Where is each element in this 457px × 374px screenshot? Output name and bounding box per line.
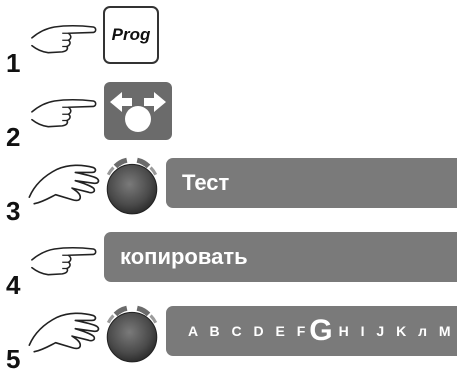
step-number: 1 xyxy=(6,48,21,78)
open-hand-icon xyxy=(26,308,100,356)
navigate-select-icon xyxy=(110,92,166,132)
step-number: 3 xyxy=(6,196,21,226)
pointing-hand-icon xyxy=(28,14,98,54)
step-number: 4 xyxy=(6,270,21,300)
step-number: 5 xyxy=(6,344,21,374)
copy-button[interactable]: копировать xyxy=(104,232,457,282)
step-1: 1 Prog xyxy=(0,0,457,78)
step-number: 2 xyxy=(6,122,21,152)
step-3: 3 Тест xyxy=(0,148,457,226)
open-hand-icon xyxy=(26,160,100,208)
display-bar: Тест xyxy=(166,158,457,208)
step-5: 5 A B C D E F G H I J K л M xyxy=(0,296,457,374)
navigate-select-button[interactable] xyxy=(104,82,172,140)
display-text: Тест xyxy=(182,170,230,195)
alphabet-selected: G xyxy=(309,314,339,347)
copy-button-label: копировать xyxy=(120,244,248,269)
prog-button[interactable]: Prog xyxy=(103,6,159,64)
pointing-hand-icon xyxy=(28,88,98,128)
rotary-knob-icon[interactable] xyxy=(98,300,166,366)
alphabet-after: H I J K л M xyxy=(338,323,455,339)
pointing-hand-icon xyxy=(28,236,98,276)
prog-button-label: Prog xyxy=(111,25,151,44)
step-2: 2 xyxy=(0,74,457,152)
step-4: 4 копировать xyxy=(0,222,457,300)
alphabet-before: A B C D E F xyxy=(188,323,310,339)
rotary-knob-icon[interactable] xyxy=(98,152,166,218)
alphabet-selector: A B C D E F G H I J K л M xyxy=(166,306,457,356)
